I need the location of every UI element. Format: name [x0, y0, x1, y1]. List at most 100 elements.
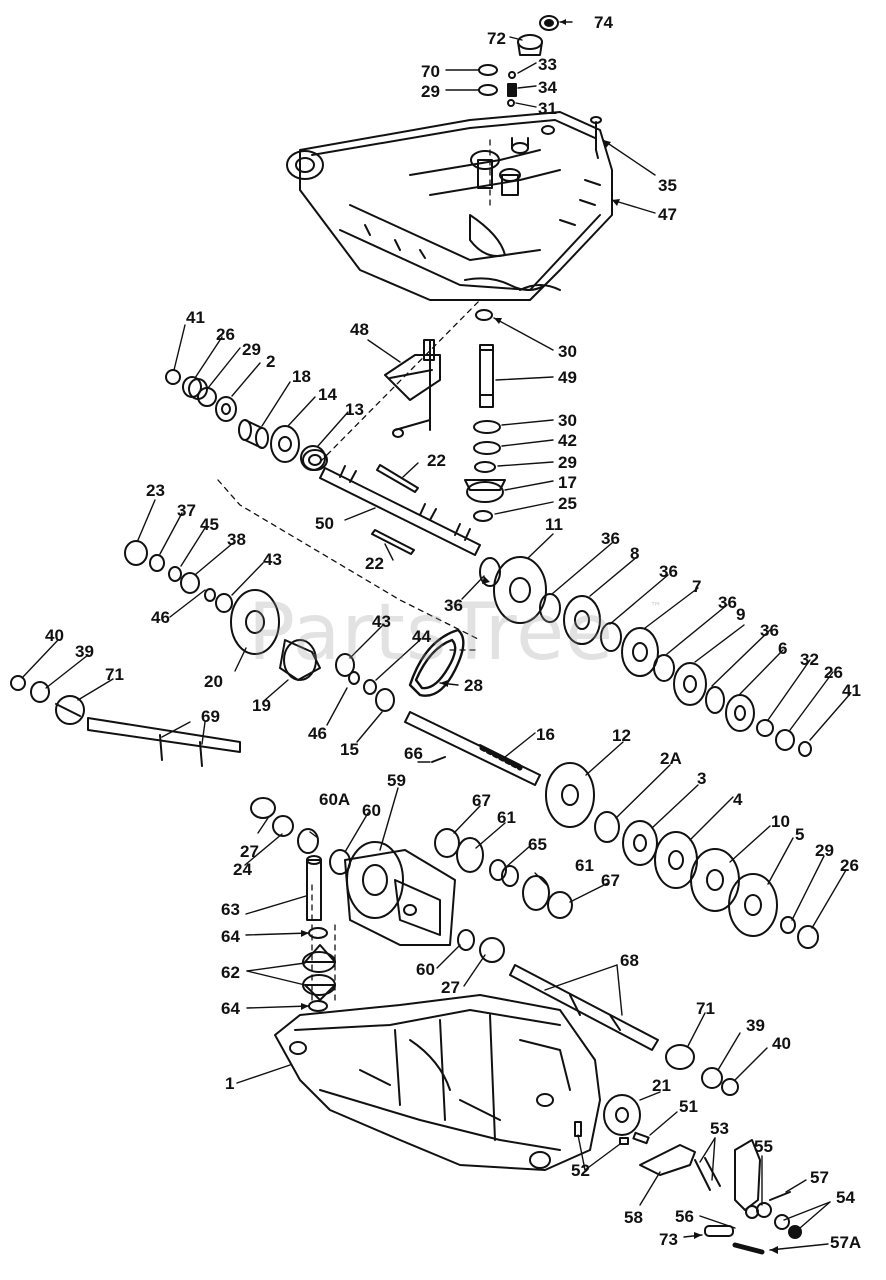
- callout-4: 4: [733, 790, 743, 809]
- callout-57: 57: [810, 1168, 829, 1187]
- callout-31: 31: [538, 99, 557, 118]
- callout-8-upper: 8: [630, 544, 640, 563]
- callout-26-lower: 26: [840, 856, 859, 875]
- shaft-69: [10, 675, 241, 767]
- callout-11: 11: [545, 515, 563, 534]
- bottom-case-1: [274, 994, 601, 1171]
- callout-64-lower: 64: [221, 999, 240, 1018]
- right-gear-stack: [479, 556, 812, 757]
- callout-65: 65: [528, 835, 547, 854]
- callout-27-right: 27: [441, 978, 460, 997]
- callout-46-lower: 46: [308, 724, 327, 743]
- callout-44: 44: [412, 627, 431, 646]
- callout-26-upper: 26: [216, 325, 235, 344]
- callout-28: 28: [464, 676, 483, 695]
- callout-37: 37: [177, 501, 196, 520]
- callout-55: 55: [754, 1137, 773, 1156]
- callout-70: 70: [421, 62, 440, 81]
- callout-39-right: 39: [746, 1016, 765, 1035]
- callout-19: 19: [252, 696, 271, 715]
- callout-36-a: 36: [601, 529, 620, 548]
- callout-21: 21: [652, 1076, 671, 1095]
- callout-22-lower: 22: [365, 554, 384, 573]
- callout-17: 17: [558, 473, 577, 492]
- arrowheads: [301, 19, 778, 1254]
- callout-30-lower: 30: [558, 411, 577, 430]
- callout-49: 49: [558, 368, 577, 387]
- callout-2: 2: [266, 352, 276, 371]
- callout-64-upper: 64: [221, 927, 240, 946]
- differential-parts: [250, 756, 573, 946]
- callout-29-stack: 29: [558, 453, 577, 472]
- callout-29-upper: 29: [242, 340, 261, 359]
- callout-67-lower: 67: [601, 871, 620, 890]
- callout-42: 42: [558, 431, 577, 450]
- callout-14: 14: [318, 385, 337, 404]
- right-bearings: [665, 1044, 739, 1096]
- callout-38: 38: [227, 530, 246, 549]
- callout-7: 7: [692, 577, 702, 596]
- callout-36-b: 36: [659, 562, 678, 581]
- callout-72: 72: [487, 29, 506, 48]
- callout-62: 62: [221, 963, 240, 982]
- callout-71-right: 71: [696, 999, 715, 1018]
- callout-43-lower: 43: [372, 612, 391, 631]
- callout-73: 73: [659, 1230, 678, 1249]
- callout-60-upper: 60: [362, 801, 381, 820]
- partstree-watermark: PartsTree: [248, 588, 615, 678]
- callout-5: 5: [795, 825, 805, 844]
- callout-29-lower: 29: [815, 841, 834, 860]
- callout-22-upper: 22: [427, 451, 446, 470]
- callout-60A: 60A: [319, 790, 351, 809]
- callout-68: 68: [620, 951, 639, 970]
- callout-40-right: 40: [772, 1034, 791, 1053]
- callout-30-upper: 30: [558, 342, 577, 361]
- callout-45: 45: [200, 515, 219, 534]
- callout-61-upper: 61: [497, 808, 516, 827]
- callout-56: 56: [675, 1207, 694, 1226]
- chain-28: [408, 628, 465, 697]
- callout-63: 63: [221, 900, 240, 919]
- callout-23: 23: [146, 481, 165, 500]
- callout-34: 34: [538, 78, 557, 97]
- callout-51: 51: [679, 1097, 698, 1116]
- callout-27-left: 27: [240, 842, 259, 861]
- shifter-48-and-shaft-49: [384, 309, 506, 522]
- lower-gear-row: [545, 762, 819, 949]
- callout-71-left: 71: [105, 665, 124, 684]
- callout-53: 53: [710, 1119, 729, 1138]
- callout-3: 3: [697, 769, 707, 788]
- leader-lines: [21, 21, 851, 1251]
- callout-41-right: 41: [842, 681, 861, 700]
- shaft-16: [404, 711, 541, 786]
- trademark-mark: ™: [650, 600, 662, 614]
- shaft-68: [457, 929, 659, 1051]
- callout-24: 24: [233, 860, 252, 879]
- callout-33: 33: [538, 55, 557, 74]
- alignment-lines: [217, 139, 491, 1001]
- callout-12: 12: [612, 726, 631, 745]
- callout-50: 50: [315, 514, 334, 533]
- callout-1: 1: [225, 1074, 235, 1093]
- callout-52: 52: [571, 1161, 590, 1180]
- callout-67-upper: 67: [472, 791, 491, 810]
- callout-59: 59: [387, 771, 406, 790]
- callout-18: 18: [292, 367, 311, 386]
- callout-48: 48: [350, 320, 369, 339]
- middle-left-gears: [124, 540, 395, 712]
- callout-58: 58: [624, 1208, 643, 1227]
- callout-26-right: 26: [824, 663, 843, 682]
- callout-20: 20: [204, 672, 223, 691]
- callout-36-e: 36: [444, 596, 463, 615]
- callout-35: 35: [658, 176, 677, 195]
- callout-41-upper: 41: [186, 308, 205, 327]
- callout-69: 69: [201, 707, 220, 726]
- callout-40-left: 40: [45, 626, 64, 645]
- callout-29-top: 29: [421, 82, 440, 101]
- top-small-parts: [478, 15, 602, 159]
- callout-57A: 57A: [830, 1233, 862, 1252]
- callout-25: 25: [558, 494, 577, 513]
- callout-10: 10: [771, 812, 790, 831]
- callout-54: 54: [836, 1188, 855, 1207]
